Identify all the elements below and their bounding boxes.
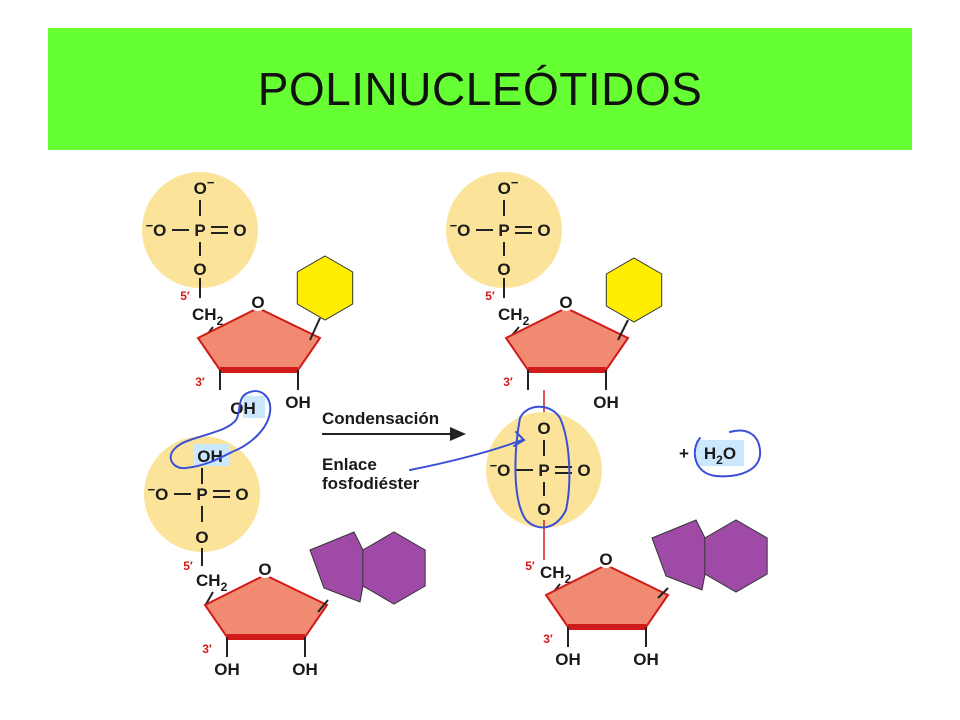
- label-3-prime: 3′: [503, 375, 513, 389]
- highlight-oh-bottom: [193, 444, 229, 466]
- reaction-label: Condensación: [322, 409, 439, 428]
- page-title: POLINUCLEÓTIDOS: [257, 63, 703, 115]
- label-5-prime-bottom-right: 5′: [525, 559, 535, 573]
- ring-oxygen: O: [559, 293, 572, 312]
- bond-base-bottom-left: [317, 599, 329, 613]
- phosphate-circle: [142, 172, 258, 288]
- phosphate-top-right: O− −O P O O: [446, 172, 562, 288]
- oxygen-right: O: [235, 485, 248, 504]
- bond-name-line2: fosfodiéster: [322, 474, 420, 493]
- phosphorus: P: [196, 485, 207, 504]
- ch2-bottom-left: CH2: [196, 571, 228, 594]
- ring-oxygen-bg: [249, 293, 267, 311]
- bond-base-top-right: [617, 319, 629, 341]
- ring-oxygen: O: [599, 550, 612, 569]
- ring-oxygen-bg: [557, 293, 575, 311]
- oxygen-minus-left: −O: [148, 482, 169, 504]
- purine-five-ring: [309, 531, 369, 603]
- purine-five-ring: [651, 519, 711, 591]
- hydroxyl-2prime: OH: [292, 660, 318, 679]
- phosphate-circle: [486, 412, 602, 528]
- sugar-ring: [196, 306, 322, 371]
- oxygen-minus-left: −O: [146, 218, 167, 240]
- label-3-prime: 3′: [543, 632, 553, 646]
- oxygen-bottom: O: [537, 500, 550, 519]
- purine-base-bottom-right: [651, 519, 768, 593]
- bond-base-top-left: [309, 317, 321, 341]
- phosphorus: P: [498, 221, 509, 240]
- oxygen-top: O: [537, 419, 550, 438]
- ch2-top-left: CH2: [192, 305, 224, 328]
- ring-oxygen: O: [251, 293, 264, 312]
- sugar-top-right: O 3′ OH: [503, 293, 630, 412]
- sugar-ring: [504, 306, 630, 371]
- annotation-loop-phosphodiester: [514, 405, 571, 529]
- label-5-prime-top-left: 5′: [180, 289, 190, 303]
- oxygen-bottom: O: [195, 528, 208, 547]
- annotation-loop-water: [693, 429, 762, 478]
- water-highlight: [696, 440, 744, 466]
- hydroxyl-phosphate: OH: [197, 447, 223, 466]
- phosphorus: P: [194, 221, 205, 240]
- label-3-prime: 3′: [195, 375, 205, 389]
- hydroxyl-3prime: OH: [555, 650, 581, 669]
- phosphate-circle: [446, 172, 562, 288]
- oxygen-minus-left: −O: [450, 218, 471, 240]
- sugar-ring: [544, 563, 670, 628]
- oxygen-right: O: [577, 461, 590, 480]
- label-3-prime: 3′: [202, 642, 212, 656]
- oxygen-right: O: [233, 221, 246, 240]
- phosphate-bottom-left: OH −O P O O: [144, 436, 260, 552]
- sugar-ring: [203, 573, 329, 638]
- phosphorus: P: [538, 461, 549, 480]
- reaction-arrow-head: [450, 427, 466, 441]
- oxygen-right: O: [537, 221, 550, 240]
- ring-oxygen-bg: [597, 550, 615, 568]
- sugar-top-left: O 3′ OH: [195, 293, 322, 412]
- bond-base-bottom-right: [657, 587, 669, 599]
- hydroxyl-2prime: OH: [633, 650, 659, 669]
- oxygen-minus-top: O−: [194, 175, 215, 198]
- title-banner: POLINUCLEÓTIDOS: [48, 28, 912, 150]
- pyrimidine-base-top-left: [296, 255, 354, 321]
- label-5-prime-top-right: 5′: [485, 289, 495, 303]
- hydroxyl-2prime: OH: [285, 393, 311, 412]
- oxygen-bottom: O: [193, 260, 206, 279]
- oxygen-minus-left: −O: [490, 458, 511, 480]
- water-formula: H2O: [704, 444, 736, 467]
- plus-sign: +: [679, 444, 689, 463]
- oxygen-minus-top: O−: [498, 175, 519, 198]
- label-5-prime-bottom-left: 5′: [183, 559, 193, 573]
- bond-name-line1: Enlace: [322, 455, 377, 474]
- hydroxyl-2prime: OH: [593, 393, 619, 412]
- phosphate-top-left: O− −O P O O: [142, 172, 258, 288]
- purine-six-ring: [362, 531, 426, 605]
- ring-oxygen: O: [258, 560, 271, 579]
- ch2-bottom-right: CH2: [540, 563, 572, 586]
- pyrimidine-base-top-right: [605, 257, 663, 323]
- annotation-loop-oh-groups: [169, 390, 272, 470]
- hydroxyl-3prime: OH: [214, 660, 240, 679]
- ch2-top-right: CH2: [498, 305, 530, 328]
- purine-six-ring: [704, 519, 768, 593]
- phosphate-bridge: O −O P O O: [486, 412, 602, 528]
- ring-oxygen-bg: [256, 560, 274, 578]
- oxygen-bottom: O: [497, 260, 510, 279]
- purine-base-bottom-left: [309, 531, 426, 605]
- annotation-pointer-arrowhead: [513, 431, 526, 447]
- highlight-oh-top: [243, 396, 265, 418]
- annotation-pointer-line: [409, 439, 523, 471]
- hydroxyl-3prime-top-left: OH: [230, 399, 256, 418]
